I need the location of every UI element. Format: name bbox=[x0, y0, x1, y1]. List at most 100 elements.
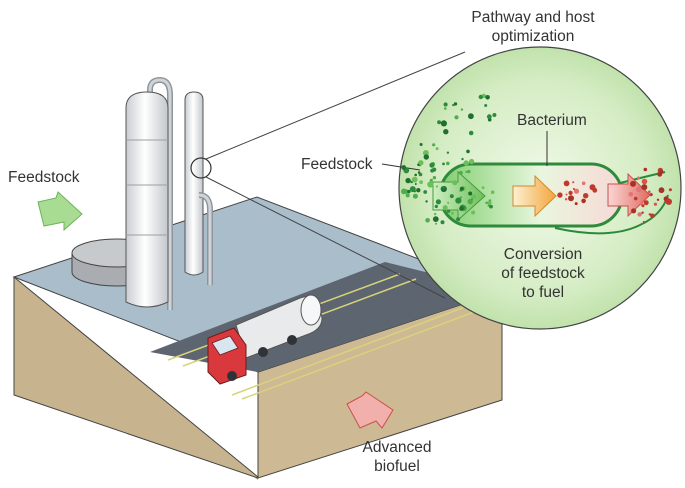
fuel-particle bbox=[658, 187, 665, 194]
fuel-particle bbox=[628, 191, 634, 197]
feedstock-particle bbox=[446, 161, 450, 166]
fuel-particle bbox=[557, 192, 563, 198]
feedstock-particle bbox=[481, 186, 485, 190]
feedstock-particle bbox=[478, 94, 483, 100]
fuel-particle bbox=[637, 176, 640, 180]
fuel-particle bbox=[653, 202, 658, 206]
fuel-particle bbox=[637, 212, 642, 217]
feedstock-particle bbox=[435, 222, 438, 225]
feedstock-particle bbox=[425, 200, 428, 203]
feedstock-particle bbox=[450, 211, 454, 215]
feedstock-particle bbox=[443, 102, 448, 107]
feedstock-particle bbox=[490, 190, 495, 194]
feedstock-particle bbox=[492, 113, 497, 117]
green-arrow-icon bbox=[37, 191, 83, 232]
feedstock-particle bbox=[486, 114, 492, 120]
feedstock-particle bbox=[453, 102, 458, 106]
feedstock-particle bbox=[447, 201, 450, 204]
feedstock-particle bbox=[459, 186, 464, 191]
feedstock-particle bbox=[468, 130, 474, 136]
feedstock-particle bbox=[442, 162, 445, 166]
tower-main bbox=[125, 91, 169, 308]
fuel-particle bbox=[563, 180, 570, 187]
feedstock-particle bbox=[412, 193, 418, 199]
feedstock-particle bbox=[461, 157, 464, 161]
fuel-particle bbox=[574, 202, 578, 206]
feedstock-particle bbox=[419, 180, 423, 185]
feedstock-particle bbox=[442, 205, 448, 211]
feedstock-particle bbox=[459, 196, 463, 199]
fuel-particle bbox=[631, 208, 637, 214]
fuel-particle bbox=[643, 200, 649, 206]
bacterium-inset bbox=[381, 46, 682, 330]
fuel-particle bbox=[573, 188, 580, 194]
feedstock-particle bbox=[422, 150, 429, 156]
fuel-particle bbox=[564, 198, 568, 201]
feedstock-particle bbox=[484, 104, 488, 107]
feedstock-particle bbox=[432, 216, 439, 223]
fuel-particle bbox=[568, 195, 574, 202]
feedstock-particle bbox=[460, 108, 464, 111]
feedstock-particle bbox=[437, 120, 442, 125]
feedstock-particle bbox=[429, 162, 435, 168]
fuel-particles bbox=[557, 167, 672, 223]
feedstock-particle bbox=[429, 178, 433, 182]
feedstock-particle bbox=[418, 172, 423, 177]
feedstock-particle bbox=[401, 165, 407, 170]
red-arrow-icon bbox=[346, 391, 394, 429]
fuel-particle bbox=[573, 188, 575, 190]
feedstock-particle bbox=[419, 143, 423, 146]
feedstock-particle bbox=[425, 218, 430, 223]
feedstock-particle bbox=[468, 191, 473, 196]
fuel-particle bbox=[581, 198, 586, 204]
feedstock-particle bbox=[471, 194, 477, 200]
fuel-particle bbox=[568, 190, 573, 195]
fuel-particle bbox=[656, 198, 660, 201]
feedstock-particle bbox=[469, 158, 475, 165]
fuel-particle bbox=[641, 178, 648, 185]
pathway-label-line1: Pathway and host bbox=[471, 9, 595, 26]
tower-thin bbox=[184, 91, 204, 276]
feedstock-particle bbox=[430, 168, 434, 173]
bacterium-label: Bacterium bbox=[517, 112, 587, 129]
road-line-4 bbox=[241, 308, 483, 400]
tanker-truck-icon bbox=[207, 294, 323, 385]
feedstock-particles bbox=[401, 93, 497, 225]
feedstock-particle bbox=[443, 129, 449, 135]
fuel-particle bbox=[642, 220, 645, 223]
feedstock-particle bbox=[466, 149, 470, 154]
biofuel-line1: Advanced bbox=[362, 439, 432, 456]
feedstock-particle bbox=[405, 193, 410, 198]
feedstock-particle bbox=[458, 170, 463, 175]
feedstock-particle bbox=[432, 143, 436, 147]
feedstock-particle bbox=[467, 198, 473, 205]
feedstock-particle bbox=[449, 194, 454, 199]
fuel-particle bbox=[648, 190, 651, 194]
fuel-particle bbox=[633, 196, 638, 201]
fuel-particle bbox=[643, 167, 648, 172]
feedstock-particle bbox=[407, 189, 411, 194]
feedstock-particle bbox=[444, 107, 447, 110]
feedstock-particle bbox=[434, 204, 438, 209]
feedstock-particle bbox=[467, 169, 471, 174]
biofuel-line2: biofuel bbox=[374, 458, 420, 475]
fuel-particle bbox=[630, 180, 636, 187]
feedstock-particle bbox=[489, 204, 493, 209]
feedstock-particle bbox=[409, 186, 416, 193]
fuel-particle bbox=[636, 186, 642, 193]
feedstock-particle bbox=[440, 120, 447, 127]
road-line-3 bbox=[231, 304, 471, 396]
feedstock-particle bbox=[463, 160, 469, 166]
feedstock-particle bbox=[432, 176, 437, 180]
feedstock-particle bbox=[452, 180, 458, 186]
fuel-particle bbox=[572, 181, 575, 184]
zoom-line-bottom bbox=[205, 176, 446, 299]
feedstock-particle bbox=[405, 177, 411, 184]
fuel-particle bbox=[650, 193, 653, 196]
feedstock-particle bbox=[414, 173, 418, 177]
feedstock-particle bbox=[456, 217, 461, 222]
fuel-particle bbox=[641, 211, 644, 214]
fuel-particle bbox=[641, 184, 648, 191]
feedstock-particle bbox=[427, 181, 434, 188]
